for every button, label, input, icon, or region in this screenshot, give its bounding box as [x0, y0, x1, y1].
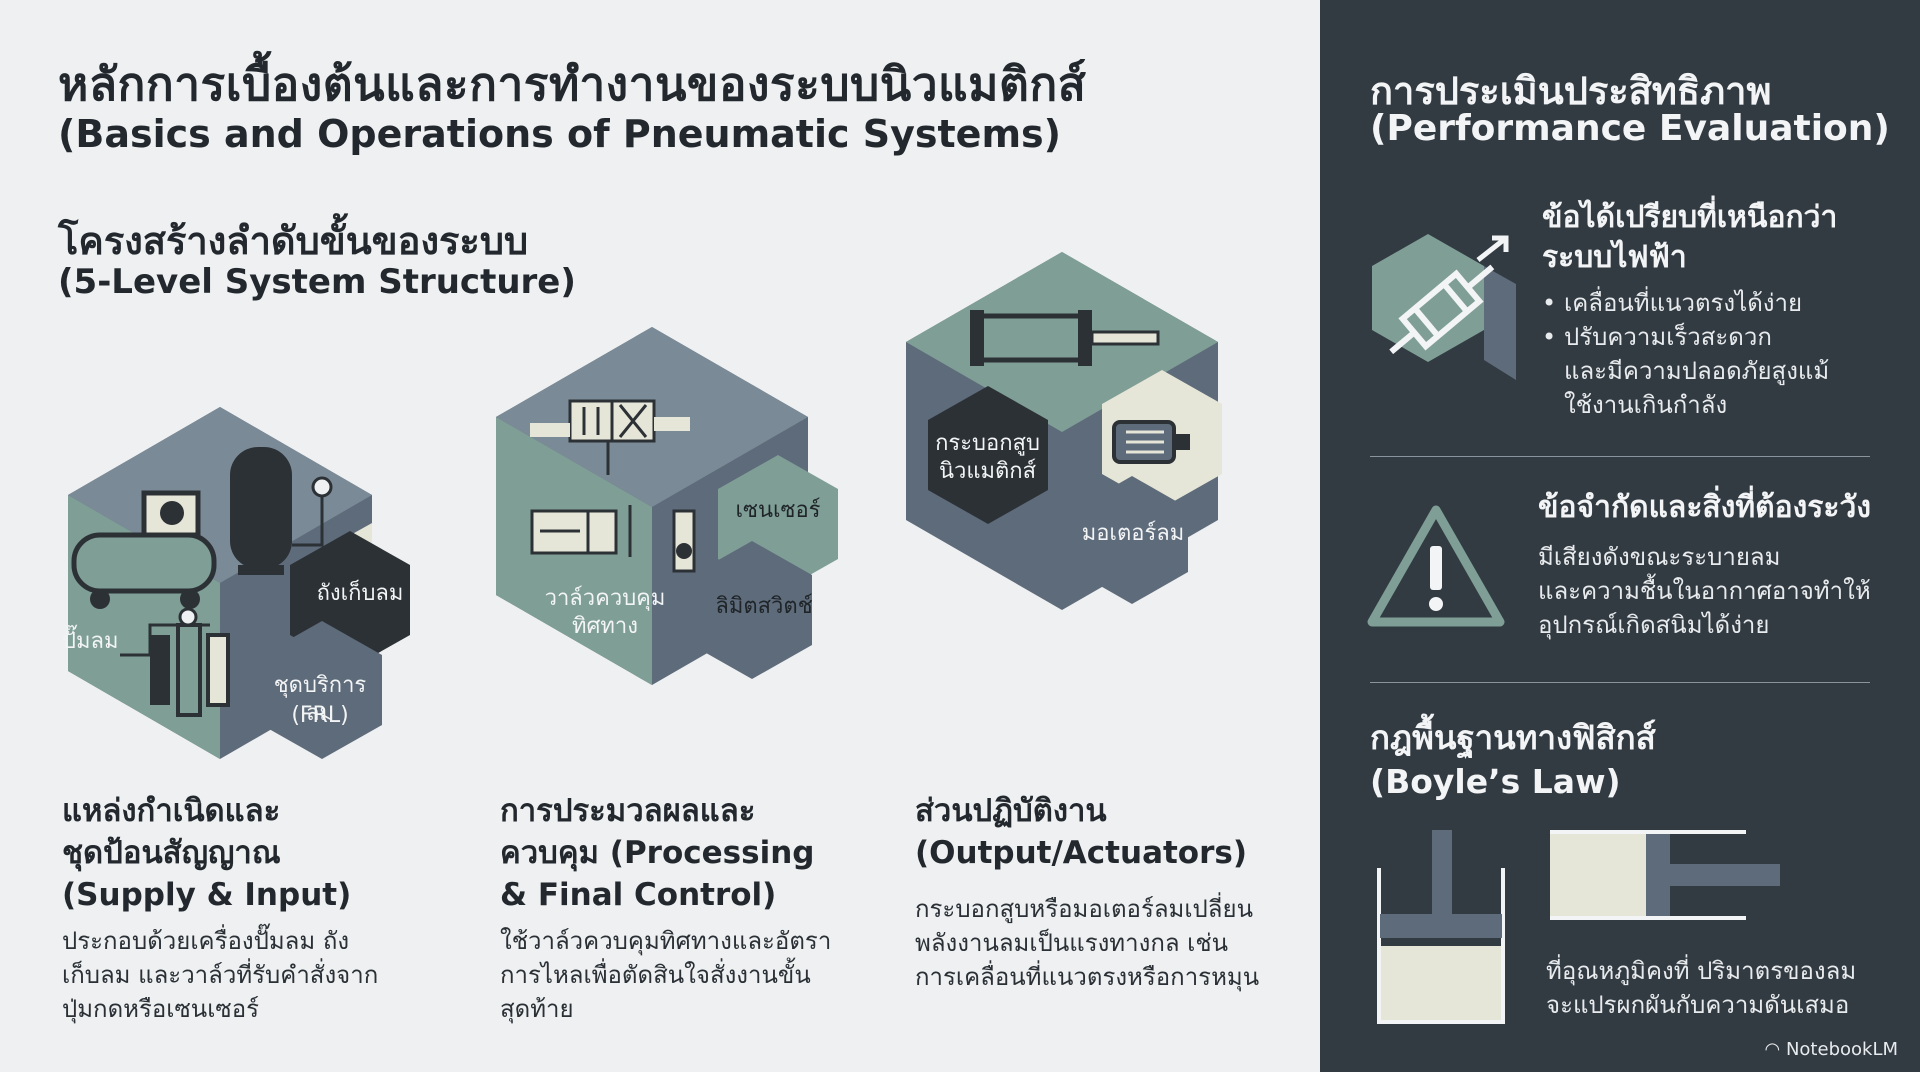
structure-title-th: โครงสร้างลำดับขั้นของระบบ [58, 219, 529, 263]
divider-1 [1370, 456, 1870, 457]
page-title-th: หลักการเบื้องต้นและการทำงานของระบบนิวแมต… [58, 57, 1087, 111]
actuators-body: กระบอกสูบหรือมอเตอร์ลมเปลี่ยน พลังงานลมเ… [915, 892, 1305, 994]
boyle-line-2: จะแปรผกผันกับความดันเสมอ [1546, 991, 1850, 1019]
supply-heading-line-3: (Supply & Input) [62, 877, 352, 913]
advantage-2-line-3: ใช้งานเกินกำลัง [1564, 391, 1728, 419]
valve-label-1: วาล์วควบคุม [544, 586, 666, 611]
processing-body-line-3: สุดท้าย [500, 995, 574, 1023]
sensor-label: เซนเซอร์ [735, 498, 821, 523]
processing-heading-line-3: & Final Control) [500, 877, 777, 913]
page-title-en: (Basics and Operations of Pneumatic Syst… [58, 112, 1062, 156]
frl-label-2: (FRL) [291, 703, 349, 728]
supply-body-line-3: ปุ่มกดหรือเซนเซอร์ [62, 995, 259, 1023]
tank-label: ถังเก็บลม [316, 581, 404, 606]
processing-heading-line-1: การประมวลผลและ [500, 793, 756, 829]
boyle-large-volume-icon [1377, 830, 1505, 1024]
actuators-body-line-3: การเคลื่อนที่แนวตรงหรือการหมุน [915, 963, 1260, 991]
processing-body: ใช้วาล์วควบคุมทิศทางและอัตรา การไหลเพื่อ… [500, 924, 860, 1026]
boyle-heading-line-1: กฎพื้นฐานทางฟิสิกส์ [1370, 718, 1656, 757]
evaluation-panel: การประเมินประสิทธิภาพ (Performance Evalu… [1320, 0, 1920, 1072]
boyle-heading: กฎพื้นฐานทางฟิสิกส์ (Boyle’s Law) [1370, 716, 1656, 804]
actuators-heading: ส่วนปฏิบัติงาน (Output/Actuators) [915, 790, 1305, 874]
supply-input-heading: แหล่งกำเนิดและ ชุดป้อนสัญญาณ (Supply & I… [62, 790, 422, 916]
actuators-block: ส่วนปฏิบัติงาน (Output/Actuators) กระบอก… [915, 790, 1305, 994]
advantages-heading-line-1: ข้อได้เปรียบที่เหนือกว่า [1542, 200, 1838, 235]
advantages-heading-line-2: ระบบไฟฟ้า [1542, 240, 1687, 275]
supply-input-body: ประกอบด้วยเครื่องปั๊มลม ถัง เก็บลม และวา… [62, 924, 422, 1026]
processing-heading-line-2: ควบคุม (Processing [500, 835, 815, 871]
limitations-block: ข้อจำกัดและสิ่งที่ต้องระวัง มีเสียงดังขณ… [1538, 488, 1908, 642]
advantage-item-1: เคลื่อนที่แนวตรงได้ง่าย [1542, 286, 1902, 320]
actuator-illustration [906, 252, 1222, 610]
processing-body-line-1: ใช้วาล์วควบคุมทิศทางและอัตรา [500, 927, 832, 955]
supply-heading-line-1: แหล่งกำเนิดและ [62, 793, 281, 829]
main-panel: หลักการเบื้องต้นและการทำงานของระบบนิวแมต… [58, 57, 1305, 1026]
boyle-compressed-icon [1550, 830, 1780, 920]
advantages-block: ข้อได้เปรียบที่เหนือกว่า ระบบไฟฟ้า เคลื่… [1542, 198, 1902, 422]
actuators-body-line-2: พลังงานลมเป็นแรงทางกล เช่น [915, 929, 1229, 957]
boyle-line-1: ที่อุณหภูมิคงที่ ปริมาตรของลม [1546, 957, 1857, 985]
supply-heading-line-2: ชุดป้อนสัญญาณ [62, 835, 281, 871]
divider-2 [1370, 682, 1870, 683]
processing-block: การประมวลผลและ ควบคุม (Processing & Fina… [500, 790, 860, 1026]
evaluation-title-en: (Performance Evaluation) [1370, 108, 1890, 149]
evaluation-title-th: การประเมินประสิทธิภาพ [1370, 69, 1772, 113]
pump-label: ปั๊มลม [62, 629, 119, 654]
brand-text: NotebookLM [1785, 1039, 1898, 1060]
limit-switch-label: ลิมิตสวิตช์ [715, 594, 813, 619]
processing-heading: การประมวลผลและ ควบคุม (Processing & Fina… [500, 790, 860, 916]
actuators-body-line-1: กระบอกสูบหรือมอเตอร์ลมเปลี่ยน [915, 895, 1253, 923]
limitations-heading: ข้อจำกัดและสิ่งที่ต้องระวัง [1538, 490, 1872, 525]
cylinder-label-2: นิวแมติกส์ [938, 459, 1037, 484]
limitations-body: มีเสียงดังขณะระบายลม และความชื้นในอากาศอ… [1538, 540, 1908, 642]
advantages-list: เคลื่อนที่แนวตรงได้ง่าย ปรับความเร็วสะดว… [1542, 286, 1902, 422]
advantage-item-2: ปรับความเร็วสะดวก และมีความปลอดภัยสูงแม้… [1542, 320, 1902, 422]
limitations-line-2: และความชื้นในอากาศอาจทำให้ [1538, 577, 1871, 605]
supply-input-block: แหล่งกำเนิดและ ชุดป้อนสัญญาณ (Supply & I… [62, 790, 422, 1026]
advantage-2-line-1: ปรับความเร็วสะดวก [1564, 323, 1772, 351]
frl-label-1: ชุดบริการลม [273, 673, 367, 726]
supply-body-line-2: เก็บลม และวาล์วที่รับคำสั่งจาก [62, 961, 379, 989]
limitations-line-1: มีเสียงดังขณะระบายลม [1538, 543, 1781, 571]
processing-body-line-2: การไหลเพื่อตัดสินใจสั่งงานขั้น [500, 961, 811, 989]
processing-control-illustration [496, 327, 838, 685]
advantages-heading: ข้อได้เปรียบที่เหนือกว่า ระบบไฟฟ้า [1542, 198, 1902, 278]
cylinder-advantage-icon [1372, 234, 1516, 380]
warning-icon [1367, 505, 1505, 627]
boyle-heading-line-2: (Boyle’s Law) [1370, 762, 1621, 801]
actuators-heading-line-1: ส่วนปฏิบัติงาน [915, 793, 1107, 829]
limitations-line-3: อุปกรณ์เกิดสนิมได้ง่าย [1538, 611, 1770, 639]
valve-label-2: ทิศทาง [571, 614, 639, 639]
structure-title-en: (5-Level System Structure) [58, 262, 576, 302]
boyle-body: ที่อุณหภูมิคงที่ ปริมาตรของลม จะแปรผกผัน… [1546, 954, 1906, 1022]
notebooklm-icon: ◠ [1764, 1039, 1781, 1060]
advantage-1-text: เคลื่อนที่แนวตรงได้ง่าย [1564, 289, 1803, 317]
actuators-heading-line-2: (Output/Actuators) [915, 835, 1248, 871]
advantage-2-line-2: และมีความปลอดภัยสูงแม้ [1564, 357, 1830, 385]
motor-label: มอเตอร์ลม [1081, 521, 1185, 546]
brand-logo: ◠ NotebookLM [1765, 1039, 1899, 1060]
supply-input-illustration [68, 407, 410, 759]
supply-body-line-1: ประกอบด้วยเครื่องปั๊มลม ถัง [62, 927, 350, 955]
cylinder-label-1: กระบอกสูบ [935, 431, 1040, 456]
